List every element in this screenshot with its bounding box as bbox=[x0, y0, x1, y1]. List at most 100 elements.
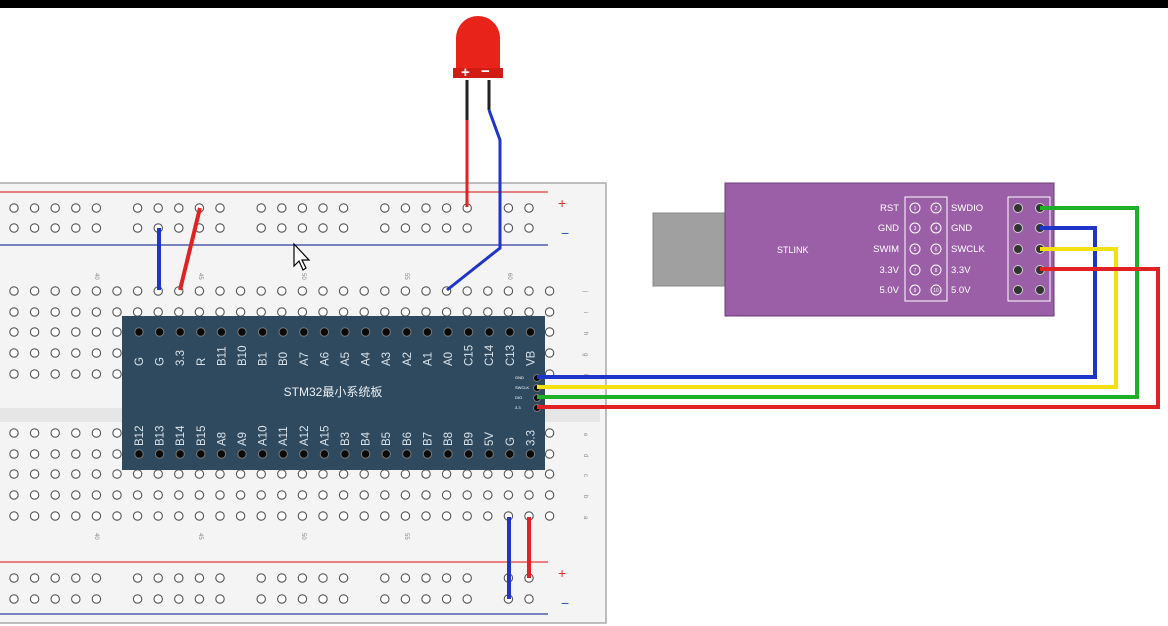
stlink-connector-pin bbox=[909, 202, 921, 214]
breadboard-hole bbox=[544, 428, 555, 438]
stlink-connector-pin bbox=[909, 243, 921, 255]
stlink-connector-outline bbox=[904, 196, 948, 302]
stlink-connector-pin bbox=[930, 264, 942, 276]
breadboard-hole bbox=[29, 327, 40, 337]
stlink-body bbox=[724, 182, 1055, 317]
breadboard-hole bbox=[462, 307, 472, 317]
header-pin bbox=[319, 449, 330, 459]
bottom-pin-label: 3.3 bbox=[525, 430, 537, 446]
top-pin-label: A7 bbox=[299, 352, 311, 366]
breadboard-hole bbox=[380, 594, 390, 604]
breadboard-hole bbox=[277, 223, 287, 233]
breadboard-hole bbox=[71, 428, 81, 438]
breadboard-hole bbox=[338, 469, 349, 479]
row-letter-b: b bbox=[582, 495, 588, 499]
breadboard-hole bbox=[441, 490, 452, 500]
top-pin-label: A2 bbox=[402, 352, 414, 366]
breadboard-hole bbox=[462, 490, 472, 500]
breadboard-hole bbox=[256, 469, 266, 479]
header-pin bbox=[422, 327, 433, 337]
stlink-connector-pin bbox=[909, 264, 921, 276]
breadboard-hole bbox=[71, 511, 81, 521]
breadboard-hole bbox=[524, 307, 534, 317]
breadboard-hole bbox=[9, 490, 19, 500]
breadboard-hole bbox=[174, 511, 184, 521]
header-pin bbox=[154, 327, 165, 337]
header-pin bbox=[196, 327, 206, 337]
column-number-50: 50 bbox=[300, 273, 306, 280]
breadboard-hole bbox=[462, 573, 472, 583]
column-number-40-bottom: 40 bbox=[93, 533, 99, 540]
wire-swd-gnd-blue bbox=[537, 226, 1097, 379]
bottom-pin-label: A12 bbox=[299, 426, 311, 446]
column-number-55-bottom: 55 bbox=[403, 533, 409, 540]
header-pin bbox=[340, 449, 350, 459]
stm32-pcb bbox=[122, 316, 545, 470]
breadboard-hole bbox=[462, 286, 472, 296]
breadboard-hole bbox=[50, 449, 60, 459]
breadboard-hole bbox=[235, 286, 246, 296]
breadboard-hole bbox=[441, 511, 452, 521]
breadboard-hole bbox=[91, 327, 102, 337]
top-pin-label: 3.3 bbox=[175, 350, 187, 366]
header-pin bbox=[175, 449, 185, 459]
top-pin-label: C14 bbox=[484, 344, 496, 366]
header-pin bbox=[463, 327, 474, 337]
breadboard-hole bbox=[153, 594, 163, 604]
breadboard-hole bbox=[29, 307, 40, 317]
row-letter-h: h bbox=[582, 332, 588, 335]
breadboard-hole bbox=[359, 286, 369, 296]
breadboard-hole bbox=[318, 573, 328, 583]
header-pin bbox=[237, 327, 247, 337]
bottom-pin-label: A10 bbox=[258, 426, 270, 446]
breadboard-hole bbox=[50, 573, 60, 583]
breadboard-hole bbox=[524, 286, 534, 296]
breadboard-hole bbox=[91, 490, 102, 500]
breadboard-hole bbox=[9, 327, 19, 337]
side-pin-gnd: GND bbox=[515, 375, 524, 380]
breadboard-hole bbox=[235, 490, 246, 500]
top-pin-label: C15 bbox=[464, 345, 476, 366]
breadboard-hole bbox=[215, 203, 225, 213]
led-minus-mark: − bbox=[481, 63, 490, 80]
breadboard-hole bbox=[483, 286, 493, 296]
top-pin-label: G bbox=[134, 357, 146, 366]
side-pin-dio: DIO bbox=[515, 395, 522, 400]
header-pin bbox=[216, 327, 227, 337]
breadboard-hole bbox=[483, 490, 493, 500]
breadboard-hole bbox=[380, 469, 390, 479]
stlink-left-label: 5.0V bbox=[879, 285, 899, 296]
wire-led-cathode-blue bbox=[446, 109, 502, 292]
stlink-connector-pin bbox=[930, 202, 942, 214]
breadboard-hole bbox=[544, 511, 555, 521]
breadboard-hole bbox=[297, 511, 308, 521]
bottom-pin-label: G bbox=[505, 437, 517, 446]
breadboard-hole bbox=[380, 223, 390, 233]
top-pin-label: B10 bbox=[237, 346, 249, 366]
breadboard-hole bbox=[277, 594, 287, 604]
breadboard-hole bbox=[400, 286, 411, 296]
breadboard-hole bbox=[359, 307, 369, 317]
breadboard-hole bbox=[29, 449, 40, 459]
breadboard-hole bbox=[380, 286, 390, 296]
breadboard-hole bbox=[215, 223, 225, 233]
column-number-45-bottom: 45 bbox=[197, 533, 203, 540]
row-letter-j: j bbox=[582, 290, 588, 292]
breadboard-hole bbox=[318, 286, 328, 296]
breadboard-hole bbox=[297, 490, 308, 500]
breadboard-hole bbox=[524, 469, 534, 479]
row-letter-e: e bbox=[582, 433, 588, 437]
bottom-pin-label: B9 bbox=[464, 432, 476, 446]
bottom-pin-label: A8 bbox=[216, 432, 228, 446]
led-body bbox=[456, 16, 500, 75]
top-pin-label: R bbox=[196, 358, 208, 366]
breadboard-hole bbox=[29, 490, 40, 500]
top-pin-label: G bbox=[155, 357, 167, 366]
breadboard-hole bbox=[9, 203, 19, 213]
breadboard-hole bbox=[132, 573, 143, 583]
breadboard-hole bbox=[256, 490, 266, 500]
breadboard-hole bbox=[318, 307, 328, 317]
stlink-name: STLINK bbox=[777, 245, 809, 255]
breadboard-hole bbox=[153, 490, 163, 500]
